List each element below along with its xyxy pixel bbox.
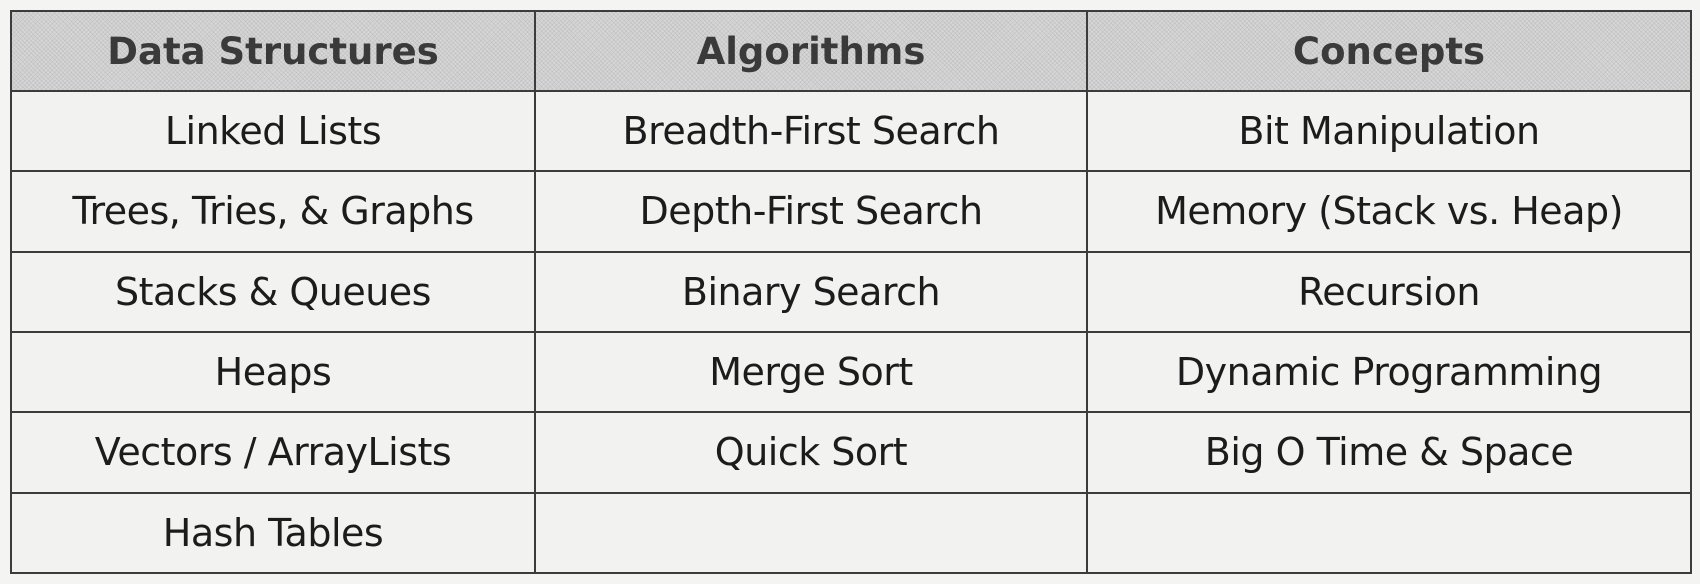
topics-table-container: Data Structures Algorithms Concepts Link…	[10, 10, 1692, 575]
table-row: Hash Tables	[10, 491, 1692, 575]
table-cell: Dynamic Programming	[1086, 330, 1692, 414]
table-row: Heaps Merge Sort Dynamic Programming	[10, 330, 1692, 414]
table-cell: Merge Sort	[534, 330, 1088, 414]
table-cell-empty	[1086, 491, 1692, 575]
header-row: Data Structures Algorithms Concepts	[10, 10, 1692, 92]
header-concepts: Concepts	[1086, 10, 1692, 92]
table-cell: Linked Lists	[10, 89, 536, 173]
table-cell: Quick Sort	[534, 411, 1088, 494]
table-row: Trees, Tries, & Graphs Depth-First Searc…	[10, 170, 1692, 253]
table-cell: Memory (Stack vs. Heap)	[1086, 170, 1692, 253]
table-cell-empty	[534, 491, 1088, 575]
topics-table: Data Structures Algorithms Concepts Link…	[10, 10, 1692, 575]
table-cell: Stacks & Queues	[10, 250, 536, 333]
table-cell: Big O Time & Space	[1086, 411, 1692, 494]
table-cell: Breadth-First Search	[534, 89, 1088, 173]
table-body: Linked Lists Breadth-First Search Bit Ma…	[10, 89, 1692, 575]
table-header: Data Structures Algorithms Concepts	[10, 10, 1692, 92]
table-cell: Trees, Tries, & Graphs	[10, 170, 536, 253]
table-cell: Hash Tables	[10, 491, 536, 575]
header-algorithms: Algorithms	[534, 10, 1088, 92]
table-cell: Bit Manipulation	[1086, 89, 1692, 173]
table-row: Stacks & Queues Binary Search Recursion	[10, 250, 1692, 333]
table-cell: Depth-First Search	[534, 170, 1088, 253]
table-cell: Binary Search	[534, 250, 1088, 333]
table-row: Linked Lists Breadth-First Search Bit Ma…	[10, 89, 1692, 173]
table-cell: Vectors / ArrayLists	[10, 411, 536, 494]
table-cell: Recursion	[1086, 250, 1692, 333]
table-row: Vectors / ArrayLists Quick Sort Big O Ti…	[10, 411, 1692, 494]
header-data-structures: Data Structures	[10, 10, 536, 92]
table-cell: Heaps	[10, 330, 536, 414]
